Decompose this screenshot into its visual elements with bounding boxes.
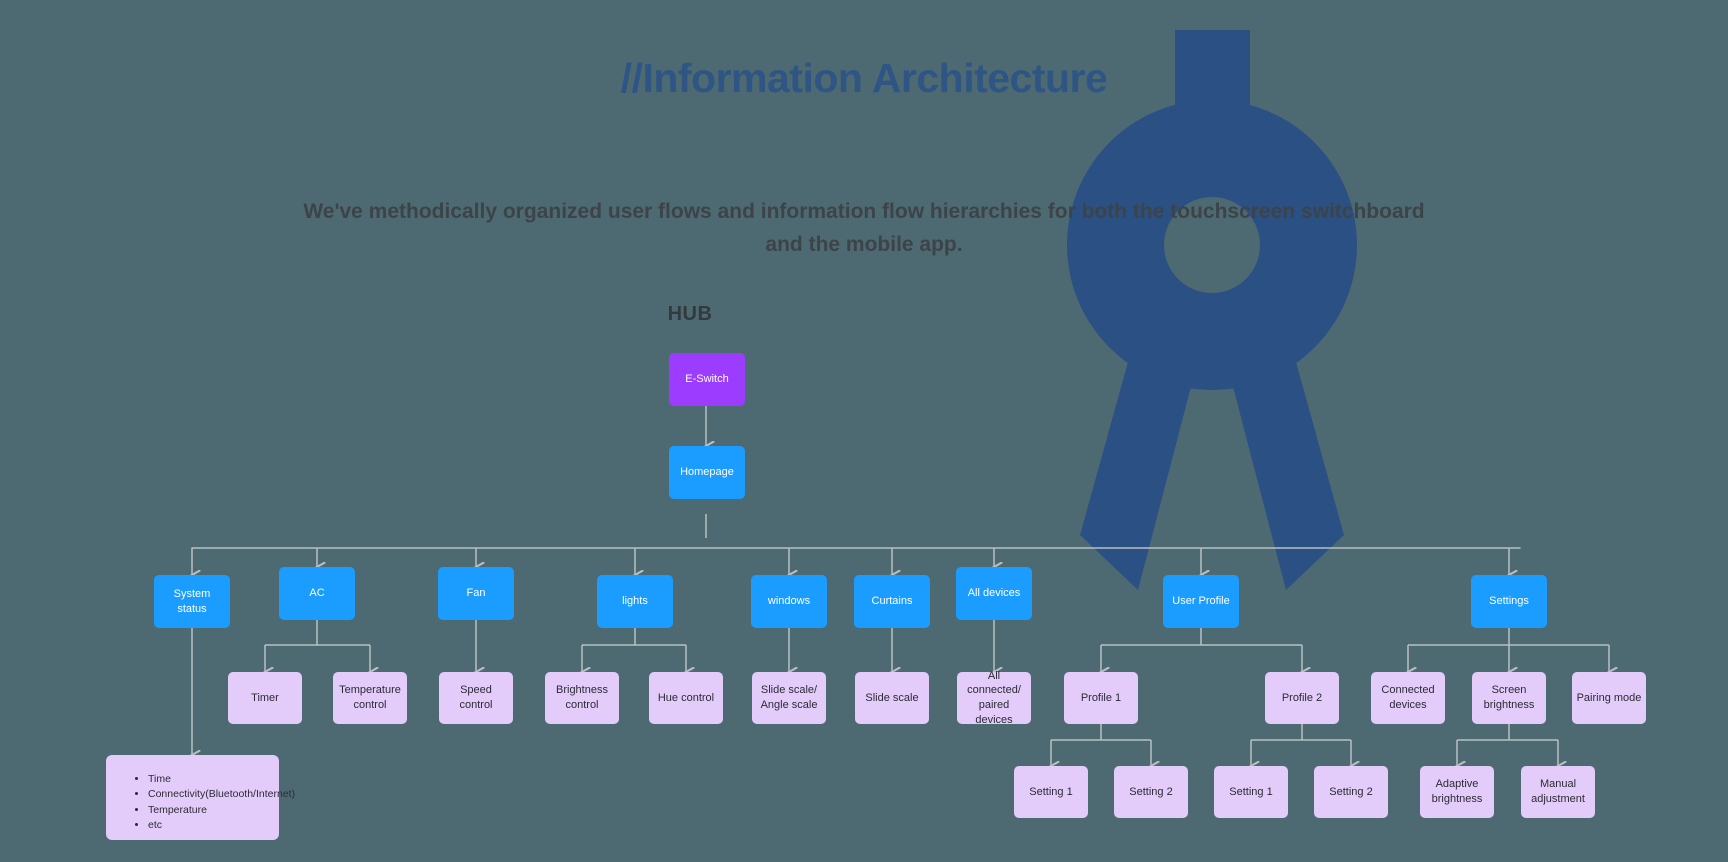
node-label: E-Switch bbox=[685, 373, 729, 386]
node-label: Hue control bbox=[657, 691, 715, 704]
node-label: User Profile bbox=[1172, 595, 1230, 608]
system-status-detail-list: Time Connectivity(Bluetooth/Internet) Te… bbox=[106, 755, 295, 840]
node-speed-control[interactable]: Speed control bbox=[439, 672, 513, 724]
node-label: Temperature control bbox=[339, 684, 401, 711]
node-label: Connected devices bbox=[1381, 684, 1435, 711]
node-label: All devices bbox=[967, 587, 1021, 600]
list-item: Temperature bbox=[148, 804, 263, 816]
node-label: AC bbox=[309, 587, 325, 600]
list-item: Time bbox=[148, 773, 263, 785]
node-hue-control[interactable]: Hue control bbox=[649, 672, 723, 724]
node-windows[interactable]: windows bbox=[751, 575, 827, 628]
node-label: Manual adjustment bbox=[1531, 778, 1585, 805]
node-label: Profile 2 bbox=[1281, 691, 1323, 704]
node-system-status[interactable]: System status bbox=[154, 575, 230, 628]
node-label: Settings bbox=[1489, 595, 1529, 608]
node-label: Homepage bbox=[680, 466, 734, 479]
node-slide-scale[interactable]: Slide scale bbox=[855, 672, 929, 724]
node-all-devices[interactable]: All devices bbox=[956, 567, 1032, 620]
node-timer[interactable]: Timer bbox=[228, 672, 302, 724]
node-label: Fan bbox=[466, 587, 486, 600]
node-label: Brightness control bbox=[556, 684, 608, 711]
node-profile2-setting-1[interactable]: Setting 1 bbox=[1214, 766, 1288, 818]
node-profile-1[interactable]: Profile 1 bbox=[1064, 672, 1138, 724]
page-title: //Information Architecture bbox=[620, 55, 1108, 101]
node-label: Timer bbox=[251, 691, 279, 704]
hub-section-label: HUB bbox=[667, 303, 713, 325]
node-label: windows bbox=[767, 595, 811, 608]
node-temperature-control[interactable]: Temperature control bbox=[333, 672, 407, 724]
list-item: Connectivity(Bluetooth/Internet) bbox=[148, 788, 295, 800]
node-profile-2[interactable]: Profile 2 bbox=[1265, 672, 1339, 724]
node-label: Setting 1 bbox=[1229, 785, 1273, 798]
node-label: System status bbox=[173, 587, 211, 615]
node-label: Pairing mode bbox=[1576, 691, 1642, 704]
node-screen-brightness[interactable]: Screen brightness bbox=[1472, 672, 1546, 724]
node-profile1-setting-2[interactable]: Setting 2 bbox=[1114, 766, 1188, 818]
node-connected-devices[interactable]: Connected devices bbox=[1371, 672, 1445, 724]
node-label: Setting 2 bbox=[1329, 785, 1373, 798]
node-profile2-setting-2[interactable]: Setting 2 bbox=[1314, 766, 1388, 818]
node-label: Profile 1 bbox=[1080, 691, 1122, 704]
node-adaptive-brightness[interactable]: Adaptive brightness bbox=[1420, 766, 1494, 818]
node-user-profile[interactable]: User Profile bbox=[1163, 575, 1239, 628]
node-brightness-control[interactable]: Brightness control bbox=[545, 672, 619, 724]
node-ac[interactable]: AC bbox=[279, 567, 355, 620]
node-lights[interactable]: lights bbox=[597, 575, 673, 628]
node-label: Curtains bbox=[871, 595, 913, 608]
node-label: Speed control bbox=[459, 684, 493, 711]
node-settings[interactable]: Settings bbox=[1471, 575, 1547, 628]
node-all-connected-paired-devices[interactable]: All connected/ paired devices bbox=[957, 669, 1031, 726]
list-item: etc bbox=[148, 819, 263, 831]
node-curtains[interactable]: Curtains bbox=[854, 575, 930, 628]
node-pairing-mode[interactable]: Pairing mode bbox=[1572, 672, 1646, 724]
page-subtitle: We've methodically organized user flows … bbox=[303, 200, 1425, 257]
node-label: All connected/ paired devices bbox=[967, 669, 1021, 726]
node-profile1-setting-1[interactable]: Setting 1 bbox=[1014, 766, 1088, 818]
node-label: Setting 2 bbox=[1129, 785, 1173, 798]
node-e-switch[interactable]: E-Switch bbox=[669, 353, 745, 406]
node-label: Adaptive brightness bbox=[1431, 778, 1483, 805]
node-label: Slide scale/ Angle scale bbox=[760, 684, 818, 711]
node-label: Setting 1 bbox=[1029, 785, 1073, 798]
node-fan[interactable]: Fan bbox=[438, 567, 514, 620]
node-slide-angle-scale[interactable]: Slide scale/ Angle scale bbox=[752, 672, 826, 724]
node-manual-adjustment[interactable]: Manual adjustment bbox=[1521, 766, 1595, 818]
node-homepage[interactable]: Homepage bbox=[669, 446, 745, 499]
status-list: Time Connectivity(Bluetooth/Internet) Te… bbox=[136, 773, 295, 832]
node-label: Screen brightness bbox=[1483, 684, 1535, 711]
node-label: Slide scale bbox=[865, 691, 919, 704]
node-label: lights bbox=[622, 595, 648, 608]
